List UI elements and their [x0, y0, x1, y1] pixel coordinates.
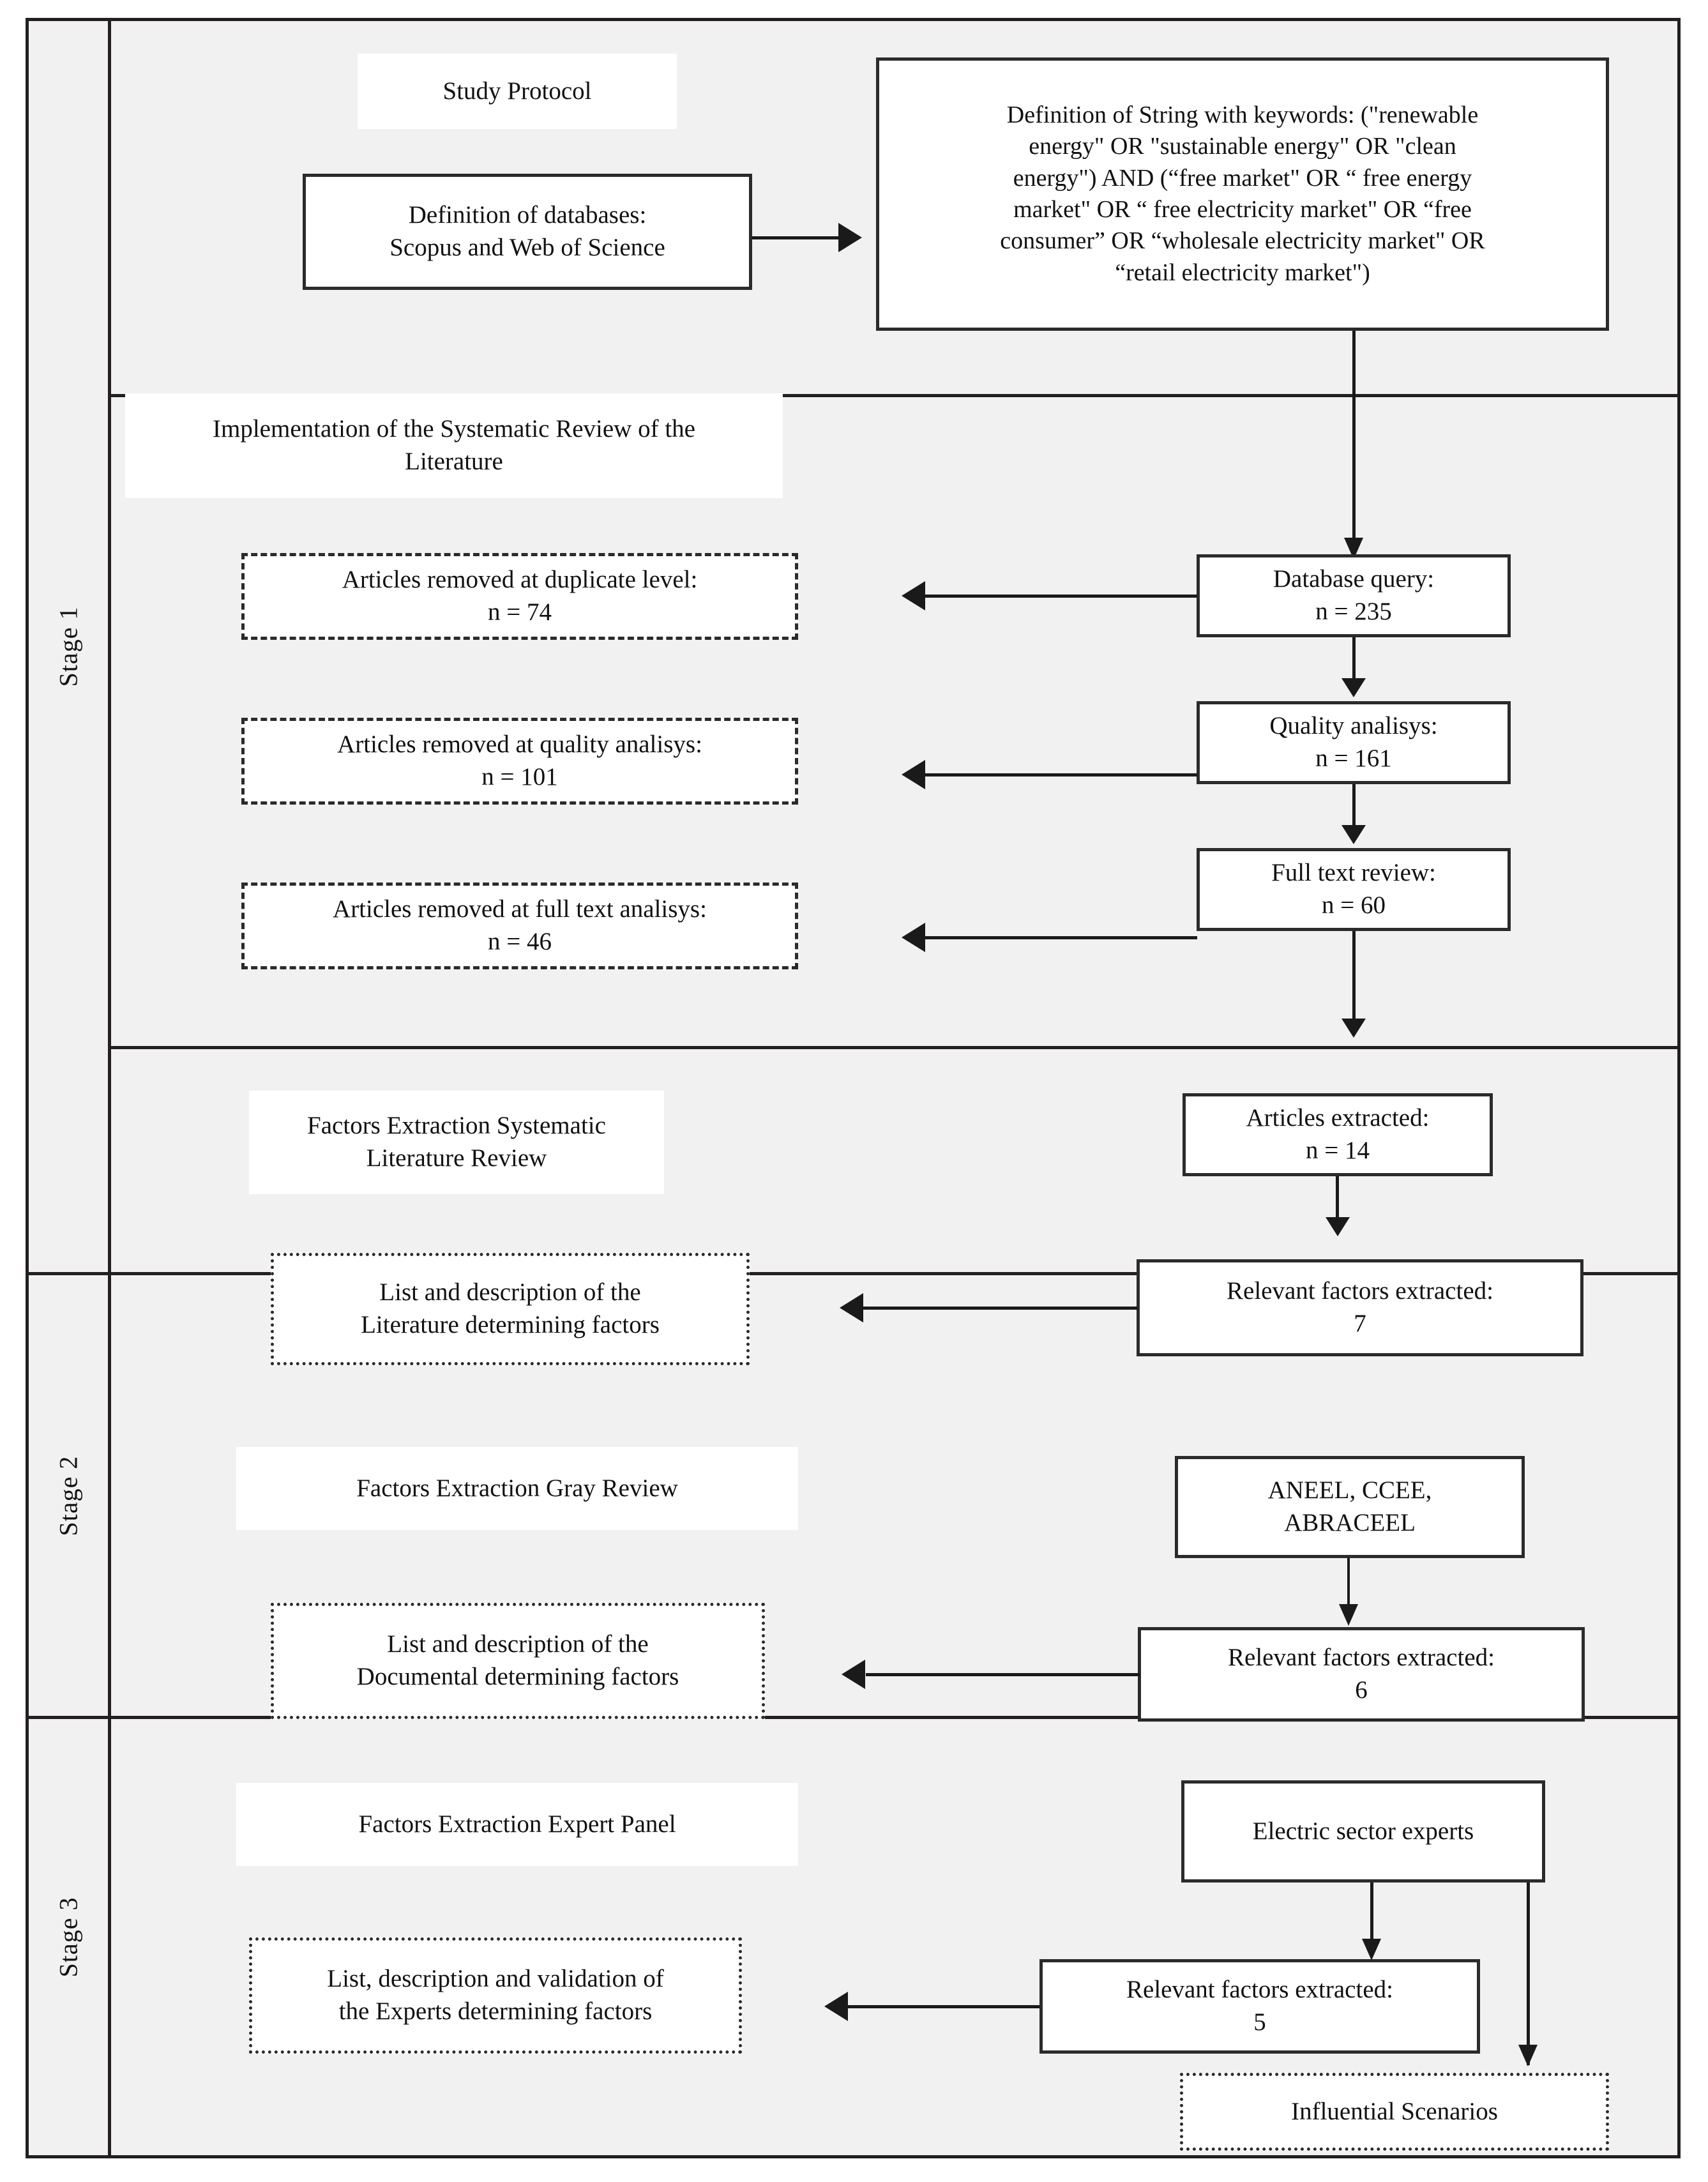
- connector-string-to-query: [1352, 331, 1356, 543]
- experts-determining-factors-box: List, description and validation of the …: [249, 1937, 742, 2054]
- connector-fulltext-to-extracted: [1352, 931, 1356, 1024]
- rule-protocol-review: [108, 394, 1681, 397]
- arrow-experts-to-scenarios: [1518, 2045, 1538, 2066]
- electric-sector-experts-box: Electric sector experts: [1181, 1780, 1545, 1883]
- connector-quality-to-removed-quality: [924, 773, 1197, 777]
- rule-review-extraction: [108, 1046, 1681, 1049]
- full-text-review-box: Full text review: n = 60: [1197, 848, 1511, 931]
- relevant-factors-slr-box: Relevant factors extracted: 7: [1137, 1259, 1583, 1356]
- connector-gray-sources-to-relevant: [1347, 1558, 1350, 1612]
- arrow-quality-to-fulltext: [1341, 825, 1366, 844]
- arrow-relevant-slr-to-output: [840, 1293, 863, 1322]
- arrow-fulltext-to-removed-fulltext: [902, 923, 925, 952]
- search-string-box: Definition of String with keywords: ("re…: [876, 57, 1609, 331]
- articles-extracted-box: Articles extracted: n = 14: [1183, 1093, 1493, 1176]
- gray-sources-box: ANEEL, CCEE, ABRACEEL: [1175, 1456, 1525, 1558]
- databases-definition-box: Definition of databases: Scopus and Web …: [303, 174, 752, 290]
- stage-label-3-text: Stage 3: [54, 1897, 83, 1978]
- arrow-gray-sources-to-relevant: [1339, 1604, 1358, 1626]
- removed-duplicates-box: Articles removed at duplicate level: n =…: [241, 553, 798, 640]
- literature-determining-factors-box: List and description of the Literature d…: [271, 1253, 750, 1365]
- arrow-query-to-removed-duplicates: [902, 581, 925, 610]
- removed-quality-box: Articles removed at quality analisys: n …: [241, 718, 798, 805]
- connector-relevant-expert-to-output: [848, 2005, 1039, 2008]
- connector-experts-to-scenarios: [1527, 1883, 1530, 2065]
- arrow-experts-to-relevant: [1362, 1939, 1381, 1960]
- stage-label-1-text: Stage 1: [54, 606, 83, 687]
- rule-stage2-stage3: [26, 1716, 1681, 1719]
- factors-extraction-slr-heading: Factors Extraction Systematic Literature…: [249, 1091, 664, 1194]
- relevant-factors-expert-box: Relevant factors extracted: 5: [1039, 1959, 1480, 2054]
- arrow-relevant-expert-to-output: [824, 1992, 848, 2021]
- arrow-quality-to-removed-quality: [902, 760, 925, 789]
- database-query-box: Database query: n = 235: [1197, 554, 1511, 637]
- connector-relevant-slr-to-output: [863, 1307, 1138, 1310]
- influential-scenarios-box: Influential Scenarios: [1180, 2073, 1609, 2151]
- connector-query-to-removed-duplicates: [924, 595, 1197, 598]
- quality-analisys-box: Quality analisys: n = 161: [1197, 701, 1511, 784]
- stage-label-2: Stage 2: [29, 1275, 108, 1716]
- documental-determining-factors-box: List and description of the Documental d…: [271, 1603, 765, 1719]
- connector-databases-to-string: [752, 236, 842, 239]
- factors-extraction-gray-heading: Factors Extraction Gray Review: [236, 1447, 798, 1530]
- rule-stage1-stage2: [26, 1272, 1681, 1275]
- stage-label-2-text: Stage 2: [54, 1455, 83, 1536]
- connector-articles-to-relevant-slr: [1336, 1176, 1339, 1222]
- removed-fulltext-box: Articles removed at full text analisys: …: [241, 883, 798, 969]
- factors-extraction-expert-heading: Factors Extraction Expert Panel: [236, 1783, 798, 1866]
- study-protocol-heading: Study Protocol: [358, 54, 677, 129]
- stage-label-3: Stage 3: [29, 1719, 108, 2155]
- arrow-databases-to-string: [838, 223, 862, 252]
- connector-experts-to-relevant: [1370, 1883, 1373, 1957]
- stage-label-column-divider: [108, 18, 111, 2158]
- connector-query-to-quality: [1352, 637, 1356, 683]
- connector-relevant-gray-to-output: [866, 1673, 1140, 1676]
- arrow-fulltext-to-extracted: [1341, 1019, 1366, 1038]
- connector-fulltext-to-removed-fulltext: [924, 936, 1197, 939]
- systematic-review-heading: Implementation of the Systematic Review …: [125, 393, 783, 498]
- arrow-articles-to-relevant-slr: [1326, 1217, 1350, 1236]
- relevant-factors-gray-box: Relevant factors extracted: 6: [1138, 1627, 1585, 1722]
- stage-label-1: Stage 1: [29, 21, 108, 1272]
- connector-quality-to-fulltext: [1352, 784, 1356, 830]
- arrow-query-to-quality: [1341, 678, 1366, 697]
- arrow-relevant-gray-to-output: [842, 1660, 865, 1689]
